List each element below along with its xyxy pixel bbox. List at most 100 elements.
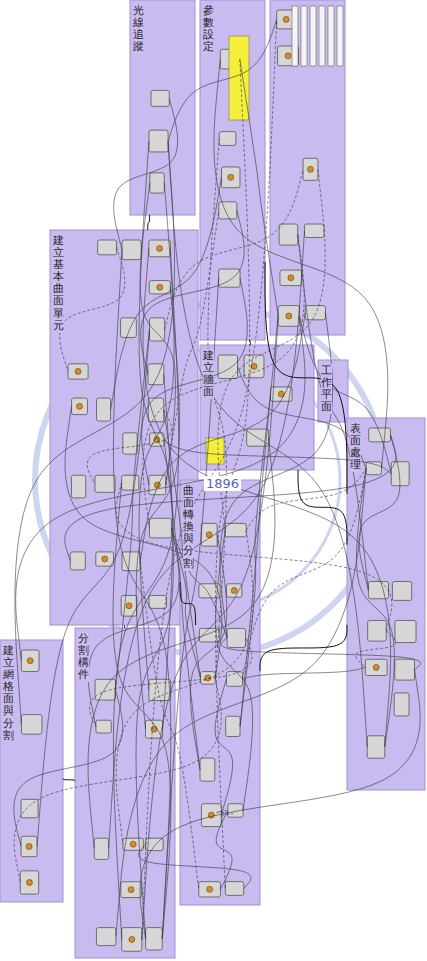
component-icon [26, 879, 32, 885]
component-icon [285, 53, 291, 59]
component-box [21, 799, 38, 817]
component-box [151, 90, 169, 106]
component-icon [126, 603, 132, 609]
component-box [200, 672, 215, 685]
component-icon [26, 843, 32, 849]
component-box [96, 720, 111, 733]
component-icon [286, 313, 292, 319]
component-icon [207, 886, 213, 892]
component-group: 曲面轉換與分割 [180, 480, 260, 905]
wire-connector [298, 470, 347, 545]
component-group: 建立牆面 [200, 345, 314, 470]
component-icon [307, 166, 313, 172]
component-box [368, 620, 387, 641]
component-icon [283, 16, 289, 22]
component-box [96, 928, 115, 946]
group-panel [270, 0, 345, 335]
component-icon [75, 368, 81, 374]
component-box [200, 758, 215, 781]
component-icon [77, 403, 83, 409]
component-group: 光線追蹤 [130, 0, 195, 215]
component-group: 參數設定 [200, 0, 265, 340]
component-icon [157, 245, 163, 251]
component-icon [102, 556, 108, 562]
component-box [70, 552, 85, 570]
group-panel [75, 628, 175, 958]
component-box [149, 595, 166, 608]
component-box [98, 240, 117, 255]
component-box [145, 720, 162, 738]
component-box [72, 398, 88, 414]
group-panel [130, 0, 195, 215]
component-box [96, 552, 114, 566]
component-box [146, 928, 163, 950]
component-box [121, 595, 137, 616]
component-box [149, 281, 170, 294]
component-icon [27, 658, 33, 664]
component-box [68, 364, 88, 379]
component-box [222, 167, 240, 188]
component-box [225, 882, 243, 896]
component-box [365, 659, 387, 675]
component-group: 建立網格面與分割 [0, 640, 63, 902]
group-title: 建立基本曲面單元 [53, 234, 64, 333]
component-box [148, 398, 164, 422]
component-box [304, 224, 323, 237]
component-group: 工作平面 [318, 360, 348, 422]
group-title: 曲面轉換與分割 [183, 484, 194, 571]
component-icon [129, 936, 135, 942]
component-box [121, 882, 142, 898]
component-box [122, 928, 142, 952]
component-box [21, 836, 37, 856]
component-box [71, 475, 85, 498]
component-box [227, 628, 245, 647]
group-connectors [63, 215, 347, 781]
component-box [367, 736, 385, 758]
component-box [149, 518, 171, 538]
component-icon [128, 887, 134, 893]
group-title: 光線追蹤 [133, 4, 144, 54]
group-panel [200, 0, 265, 340]
slider-bars [292, 6, 343, 66]
group-title: 工作平面 [321, 364, 332, 414]
wire-connector [265, 262, 347, 494]
component-box [199, 882, 221, 897]
component-box [392, 582, 411, 601]
component-icon [373, 664, 379, 670]
component-box [122, 240, 141, 260]
component-box [122, 475, 139, 490]
component-group: 表面處理 [347, 418, 425, 790]
component-icon [228, 174, 234, 180]
component-group: 建立基本曲面單元 [50, 230, 198, 625]
component-icon [231, 587, 237, 593]
wire-connector [148, 215, 150, 230]
component-box [368, 582, 388, 599]
component-box [218, 355, 237, 379]
group-title: 分割構件 [78, 632, 89, 682]
component-box [149, 240, 171, 257]
component-box [395, 620, 416, 642]
component-box [303, 158, 318, 180]
component-box [150, 173, 164, 193]
wire-connector [260, 625, 347, 671]
component-box [150, 318, 165, 341]
group-title: 參數設定 [203, 4, 214, 54]
component-box [21, 715, 41, 735]
component-icon [288, 275, 294, 281]
component-box [21, 650, 39, 672]
component-group: 分割構件 [75, 628, 175, 958]
component-box [278, 306, 299, 327]
wire-connector [124, 625, 125, 628]
component-box [95, 475, 115, 492]
panel-boxes [206, 36, 249, 464]
watermark-year: 1896 [204, 476, 241, 491]
component-icon [251, 363, 257, 369]
component-box [149, 130, 168, 152]
component-box [305, 306, 325, 320]
component-icon [157, 284, 163, 290]
component-icon [130, 841, 136, 847]
group-panel [50, 230, 198, 625]
component-box [95, 679, 115, 700]
